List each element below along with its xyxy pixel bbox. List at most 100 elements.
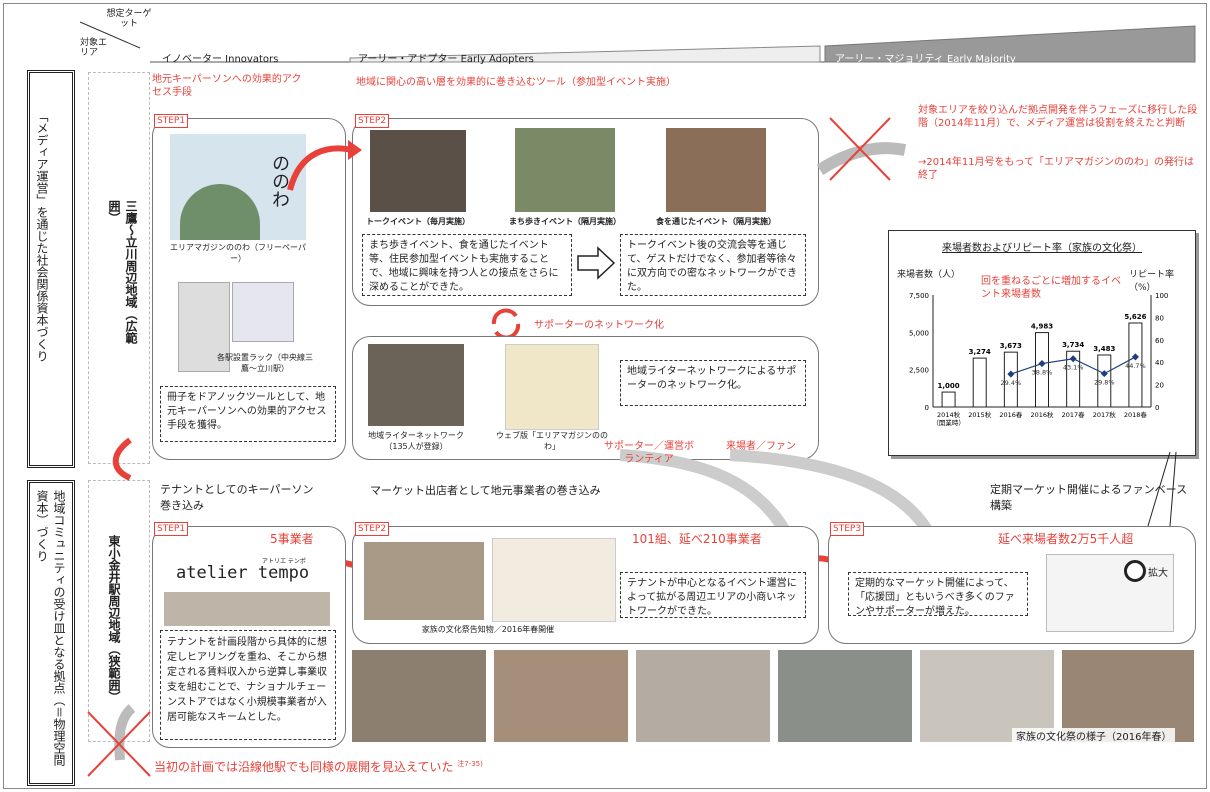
- chart-y2tick: 20: [1155, 382, 1164, 390]
- chart-bar: [1003, 351, 1018, 408]
- chart-xtick-sub: （開業時）: [932, 418, 965, 427]
- chart-y2tick: 100: [1155, 292, 1168, 300]
- lower-title: 地域コミュニティの受け皿となる拠点（＝物理空間資本）づくり: [35, 490, 66, 766]
- rack-photo: [178, 282, 230, 372]
- festival-photo-2: [494, 650, 628, 742]
- web-magazine-photo: [505, 344, 599, 430]
- count-101-groups: 101組、延べ210事業者: [632, 532, 762, 546]
- target-label: 想定ターゲット: [106, 9, 152, 29]
- chart-bar: [1066, 350, 1081, 408]
- atelier-logo: atelier tempo: [176, 563, 310, 583]
- talk-event-photo: [370, 130, 466, 212]
- area-label: 対象エリア: [80, 38, 108, 58]
- market-caption: 家族の文化祭告知物／2016年春開催: [421, 625, 555, 634]
- market-vendors-label: マーケット出店者として地元事業者の巻き込み: [370, 484, 601, 497]
- step2-badge: STEP2: [355, 114, 390, 128]
- step1-note: 冊子をドアノックツールとして、地元キーパーソンへの効果的アクセス手段を獲得。: [160, 386, 336, 442]
- chart-xtick: 2014秋: [937, 410, 961, 419]
- col-innovators: イノベーター Innovators: [162, 54, 279, 65]
- chart-repeat-label: 43.1%: [1063, 364, 1084, 372]
- lower-step3-badge: STEP3: [830, 522, 865, 536]
- chart-xtick: 2017春: [1062, 410, 1086, 419]
- festival-photo-1: [352, 650, 486, 742]
- chart-repeat-label: 44.7%: [1125, 362, 1146, 370]
- visitor-fan-label: 来場者／ファン: [726, 441, 796, 452]
- upper-title-box: [27, 70, 75, 468]
- supporter-network-label: サポーターのネットワーク化: [534, 320, 664, 331]
- chart-bar: [972, 357, 987, 408]
- lower-step2-badge: STEP2: [355, 522, 390, 536]
- chart-ytick: 0: [925, 404, 929, 412]
- col-early-adopters: アーリー・アドプター Early Adopters: [358, 54, 534, 65]
- walk-event-photo: [515, 128, 615, 212]
- mini-chart: [1046, 554, 1174, 632]
- lower-title-box: [27, 480, 75, 786]
- tenant-keyperson-label: テナントとしてのキーパーソン巻き込み: [160, 483, 314, 512]
- writers-photo: [368, 344, 464, 426]
- chart-bar: [1128, 322, 1143, 408]
- chart-xtick: 2016春: [999, 410, 1023, 419]
- supporter-volunteer-label: サポーター／運営ボランティア: [604, 441, 694, 465]
- lower-area: 東小金井駅周辺地域（狭範囲）: [107, 535, 121, 703]
- web-caption: ウェブ版「エリアマガジンののわ」: [496, 431, 608, 451]
- chart-value-label: 5,626: [1124, 313, 1146, 321]
- festival-photo-5: [920, 650, 1054, 742]
- atelier-ruby: アトリエ テンポ: [262, 558, 306, 565]
- magazine-cover: ののわ: [170, 134, 306, 240]
- festival-photo-3: [636, 650, 770, 742]
- chart-y2tick: 60: [1155, 337, 1164, 345]
- issue-end-note: →2014年11月号をもって「エリアマガジンののわ」の発行は終了: [918, 157, 1195, 181]
- tenant-note: テナントを計画段階から具体的に想定しヒアリングを重ね、そこから想定される賃料収入…: [160, 630, 336, 740]
- chart-annotation: 回を重ねるごとに増加するイベント来場者数: [981, 276, 1121, 300]
- media-end-note: 対象エリアを絞り込んだ拠点開発を伴うフェーズに移行した段階（2014年11月）で…: [918, 105, 1198, 129]
- chart-value-label: 3,673: [1000, 342, 1022, 350]
- chart-xtick: 2016秋: [1030, 410, 1054, 419]
- food-event-photo: [666, 128, 766, 212]
- visitor-chart: 来場者数およびリピート率（家族の文化祭） 来場者数（人） リピート率（%） 回を…: [888, 230, 1196, 456]
- fanbase-label: 定期マーケット開催によるファンベース構築: [990, 483, 1188, 512]
- count-visitors: 延べ来場者数2万5千人超: [998, 532, 1134, 546]
- chart-xtick: 2017秋: [1093, 410, 1117, 419]
- chart-value-label: 1,000: [937, 382, 959, 390]
- chart-value-label: 3,734: [1062, 341, 1084, 349]
- festival-photo-6: [1062, 650, 1194, 742]
- bottom-note: 当初の計画では沿線他駅でも同様の展開を見込えていた 注7-35): [154, 760, 483, 774]
- chart-title: 来場者数およびリピート率（家族の文化祭）: [942, 243, 1142, 254]
- chart-ylabel-left: 来場者数（人）: [897, 270, 961, 280]
- col-early-majority: アーリー・マジョリティ Early Majority: [835, 54, 1016, 65]
- magazine-title: ののわ: [269, 154, 290, 208]
- header-graphics: [79, 21, 1196, 63]
- chart-ylabel-right: リピート率（%）: [1129, 270, 1175, 293]
- chart-value-label: 3,274: [969, 348, 991, 356]
- chart-value-label: 4,983: [1031, 323, 1053, 331]
- chart-ytick: 2,500: [909, 367, 929, 375]
- diagram-frame: [3, 3, 1207, 789]
- red-col2: 地域に関心の高い層を効果的に巻き込むツール（参加型イベント実施）: [356, 77, 676, 88]
- step1-badge: STEP1: [154, 114, 189, 128]
- rack-diagram: [232, 282, 294, 342]
- magnifier-icon: [1124, 560, 1146, 582]
- walk-event-caption: まち歩きイベント（隔月実施）: [509, 217, 621, 226]
- chart-repeat-point: [1100, 370, 1108, 378]
- market-note: テナントが中心となるイベント運営によって拡がる周辺エリアの小商いネットワークがで…: [620, 572, 806, 618]
- festival-caption: 家族の文化祭の様子（2016年春）: [1012, 728, 1176, 743]
- magazine-caption: エリアマガジンののわ（フリーペーパー）: [170, 243, 306, 263]
- fan-note: 定期的なマーケット開催によって、「応援団」ともいうべき多くのファンやサポーターが…: [848, 572, 1028, 617]
- chart-xtick: 2018春: [1124, 410, 1148, 419]
- chart-y2tick: 40: [1155, 359, 1164, 367]
- right-arrow-icon: [577, 246, 616, 280]
- chart-y2tick: 80: [1155, 314, 1164, 322]
- writers-caption: 地域ライターネットワーク（135人が登録）: [368, 431, 464, 451]
- chart-value-label: 3,483: [1093, 345, 1115, 353]
- step2-note-a: まち歩きイベント、食を通じたイベント等、住民参加型イベントも実施することで、地域…: [362, 234, 572, 296]
- chart-ytick: 5,000: [909, 329, 929, 337]
- chart-ytick: 7,500: [909, 292, 929, 300]
- chart-bar: [1035, 332, 1049, 408]
- chart-y2tick: 0: [1155, 404, 1159, 412]
- chart-repeat-label: 29.4%: [1001, 379, 1022, 387]
- festival-photo-4: [778, 650, 912, 742]
- rack-caption: 各駅設置ラック（中央線三鷹〜立川駅）: [217, 353, 313, 373]
- upper-area: 三鷹〜立川周辺地域（広範囲）: [107, 200, 138, 344]
- upper-title: 「メディア運営」を通じた社会関係資本づくり: [35, 110, 49, 362]
- zoom-leader-lines: [1147, 452, 1177, 527]
